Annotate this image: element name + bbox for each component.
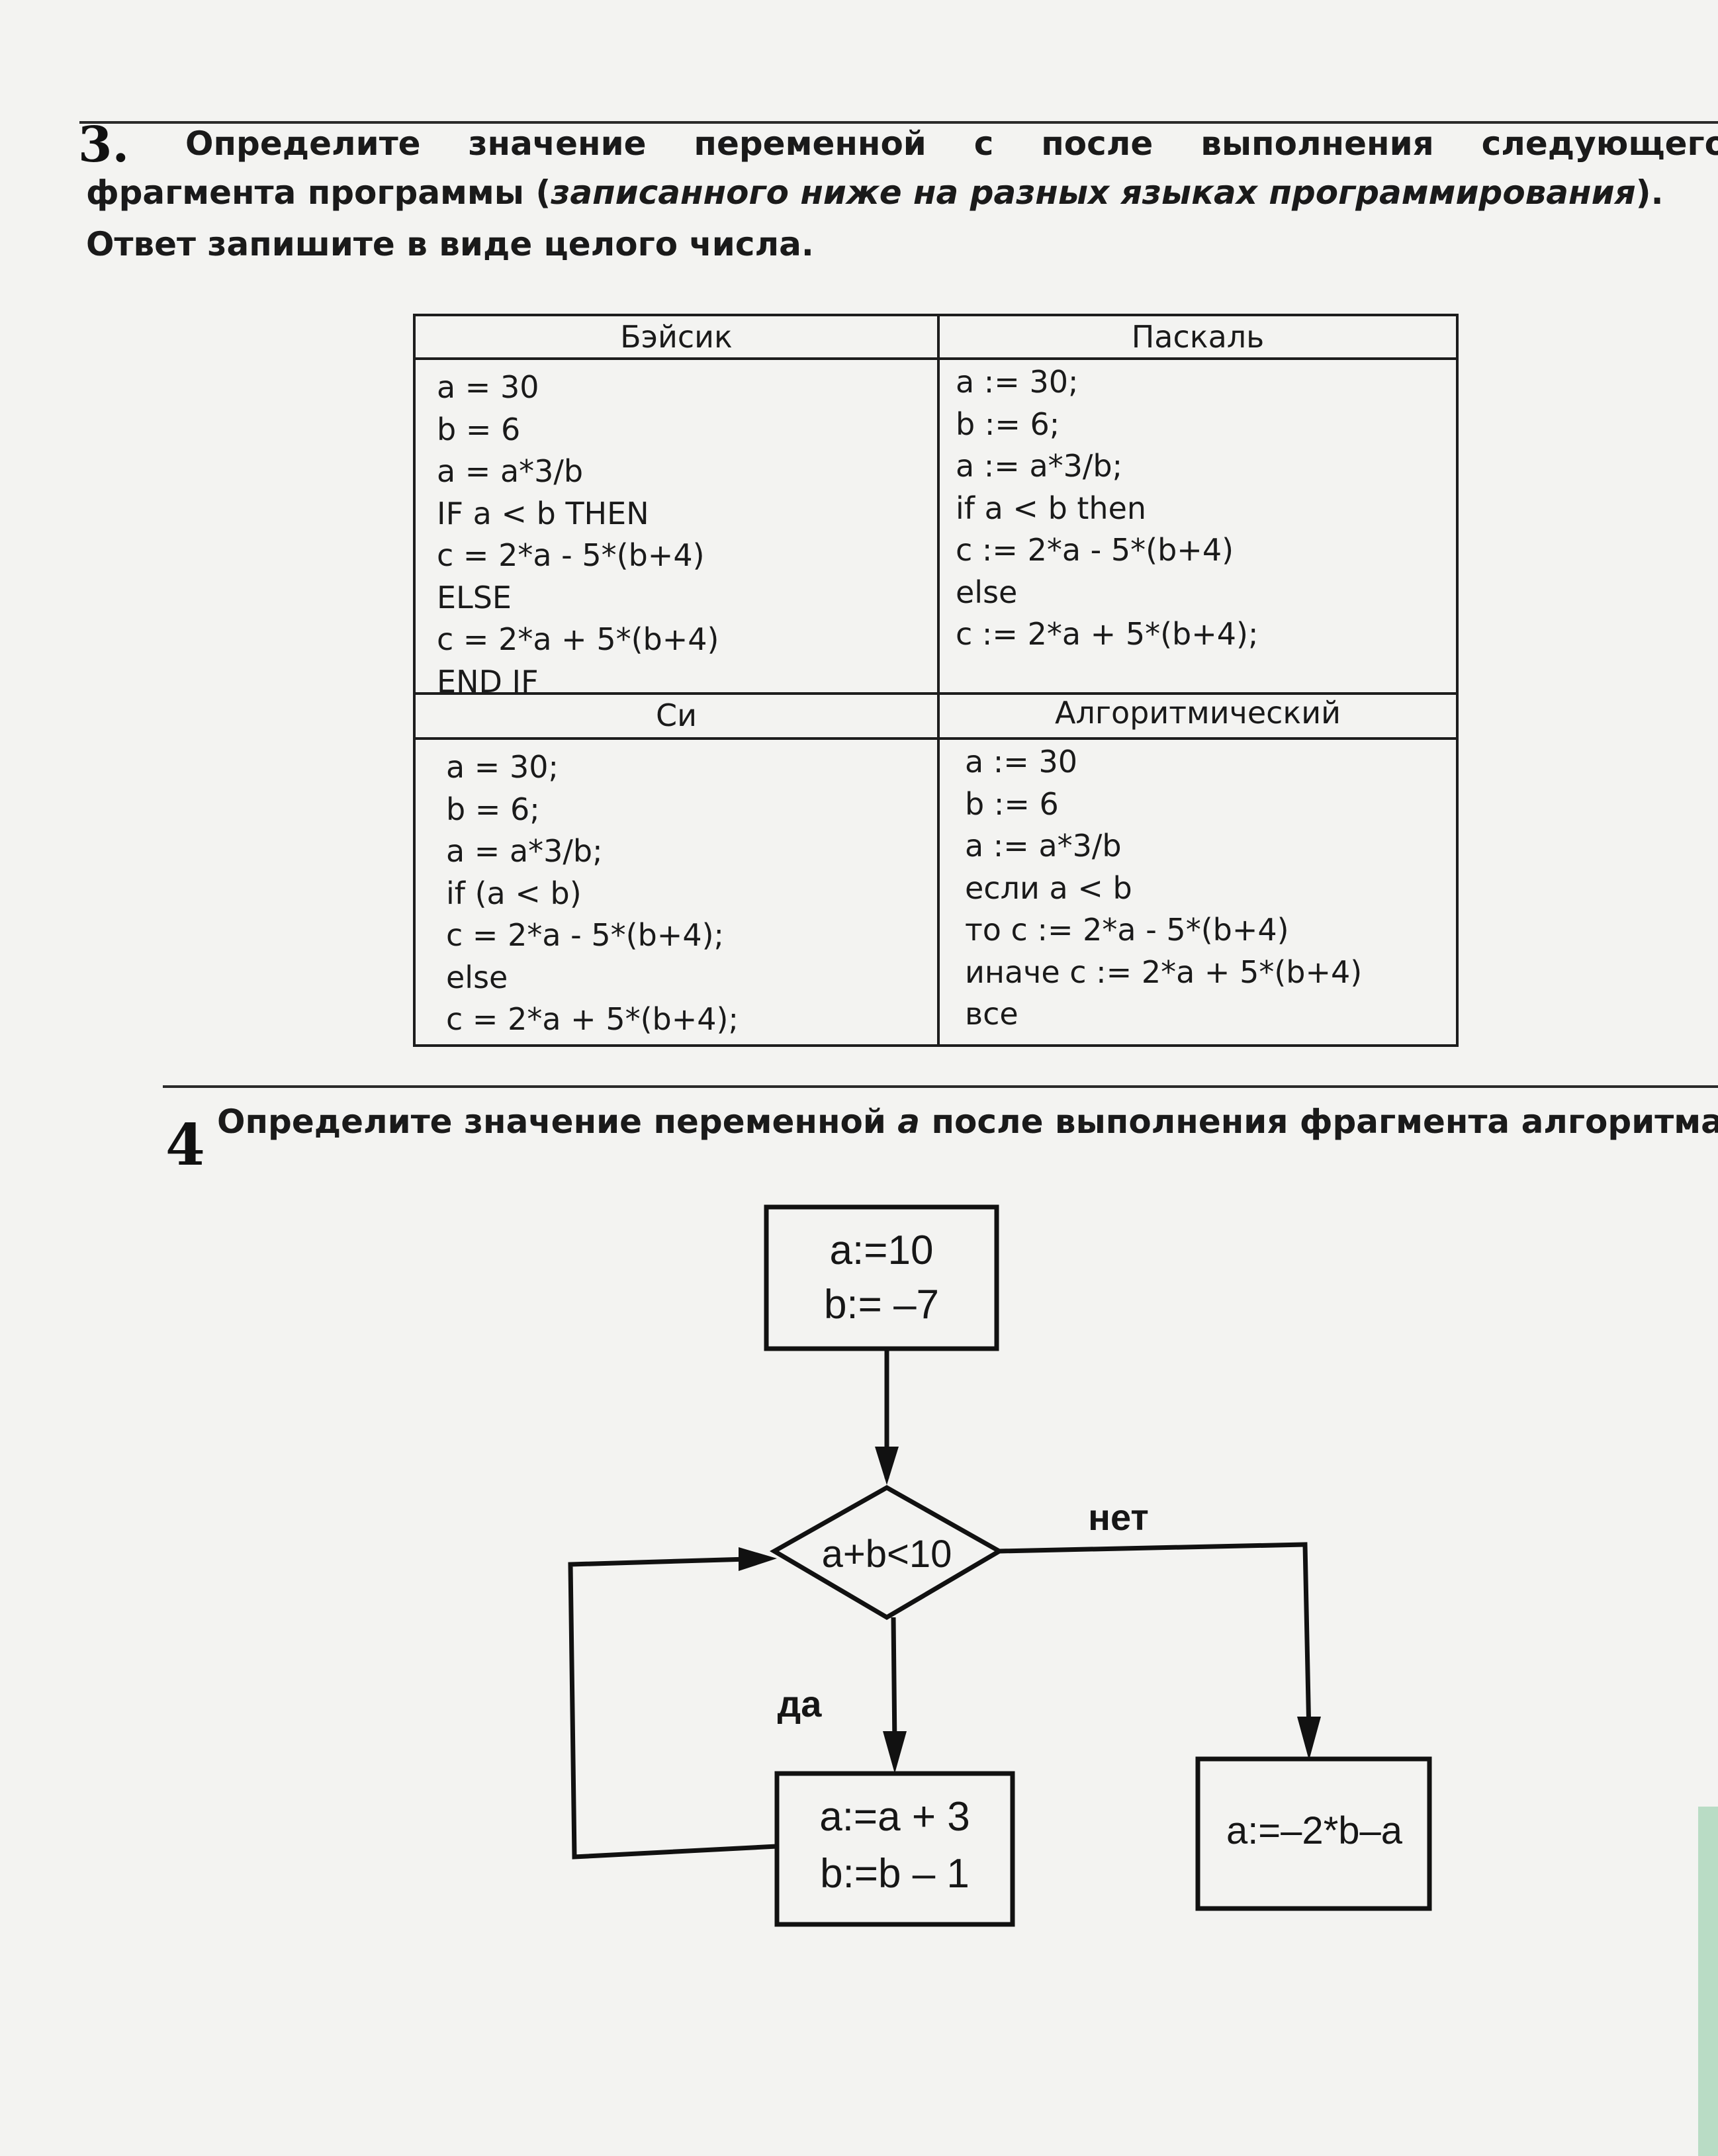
header-row-rule-bottom [416,737,1456,740]
label-no: нет [1088,1496,1149,1538]
label-yes: да [778,1683,823,1725]
task4-text-after: после выполнения фрагмента алгоритма [920,1102,1718,1141]
header-c: Си [655,697,697,733]
start-line1: a:=10 [830,1228,934,1273]
arrow-no-branch [999,1542,1312,1736]
code-table: Бэйсик a = 30 b = 6 a = a*3/b IF a < b T… [413,314,1459,1047]
task3-line2: фрагмента программы (записанного ниже на… [86,173,1664,212]
code-c: a = 30; b = 6; a = a*3/b; if (a < b) c =… [446,749,739,1037]
middle-rule [163,1085,1718,1088]
header-algorithmic: Алгоритмический [1054,695,1341,731]
task3-line3: Ответ запишите в виде целого числа. [86,225,814,263]
start-line2: b:= –7 [824,1282,939,1327]
task3-line2-italic: записанного ниже на разных языках програ… [551,173,1636,212]
word: выполнения [1200,124,1434,163]
loop-line1: a:=a + 3 [819,1794,970,1840]
header-basic: Бэйсик [620,319,733,355]
arrowhead-loop-back [739,1547,777,1571]
loop-block [774,1771,1015,1927]
word: следующего [1481,124,1718,163]
task4-number: 4 [165,1112,205,1179]
word: после [1041,124,1153,163]
condition-diamond [769,1484,1005,1621]
code-algorithmic: a := 30 b := 6 a := a*3/b если a < b то … [965,744,1363,1032]
code-basic: a = 30 b = 6 a = a*3/b IF a < b THEN c =… [437,369,719,699]
task4-text-before: Определите значение переменной [217,1102,898,1141]
task4-variable: a [897,1102,921,1141]
task3-line2-normal: фрагмента программы ( [86,173,551,212]
header-pascal: Паскаль [1131,319,1265,355]
word: Определите [185,124,421,163]
arrowhead-end-block [1297,1717,1321,1760]
end-block-text: a:=–2*b–a [1226,1809,1403,1852]
end-block [1195,1756,1432,1911]
task3-line1-words: Определите значение переменной с после в… [185,124,1718,163]
arrow-loop-back [568,1556,778,1860]
arrowhead-loop-block [883,1731,907,1774]
word: с [973,124,994,163]
arrowhead-condition-top [875,1447,899,1485]
code-pascal: a := 30; b := 6; a := a*3/b; if a < b th… [956,364,1259,652]
start-block [764,1204,999,1351]
middle-row-rule [416,692,1456,695]
green-tab-edge [1698,1807,1718,2156]
loop-line2: b:=b – 1 [820,1851,970,1897]
task3-number: 3. [78,116,130,173]
word: значение [468,124,647,163]
word: переменной [694,124,927,163]
arrow-yes-branch [891,1617,897,1748]
condition-text: a+b<10 [822,1533,952,1576]
task4-line: Определите значение переменной a после в… [217,1102,1718,1141]
table-col-divider [937,316,940,1044]
header-row-rule-top [416,357,1456,360]
task3-line1: Определите значение переменной с после в… [185,124,1718,163]
top-rule [79,121,1718,124]
task3-line2-end: ). [1635,173,1664,212]
